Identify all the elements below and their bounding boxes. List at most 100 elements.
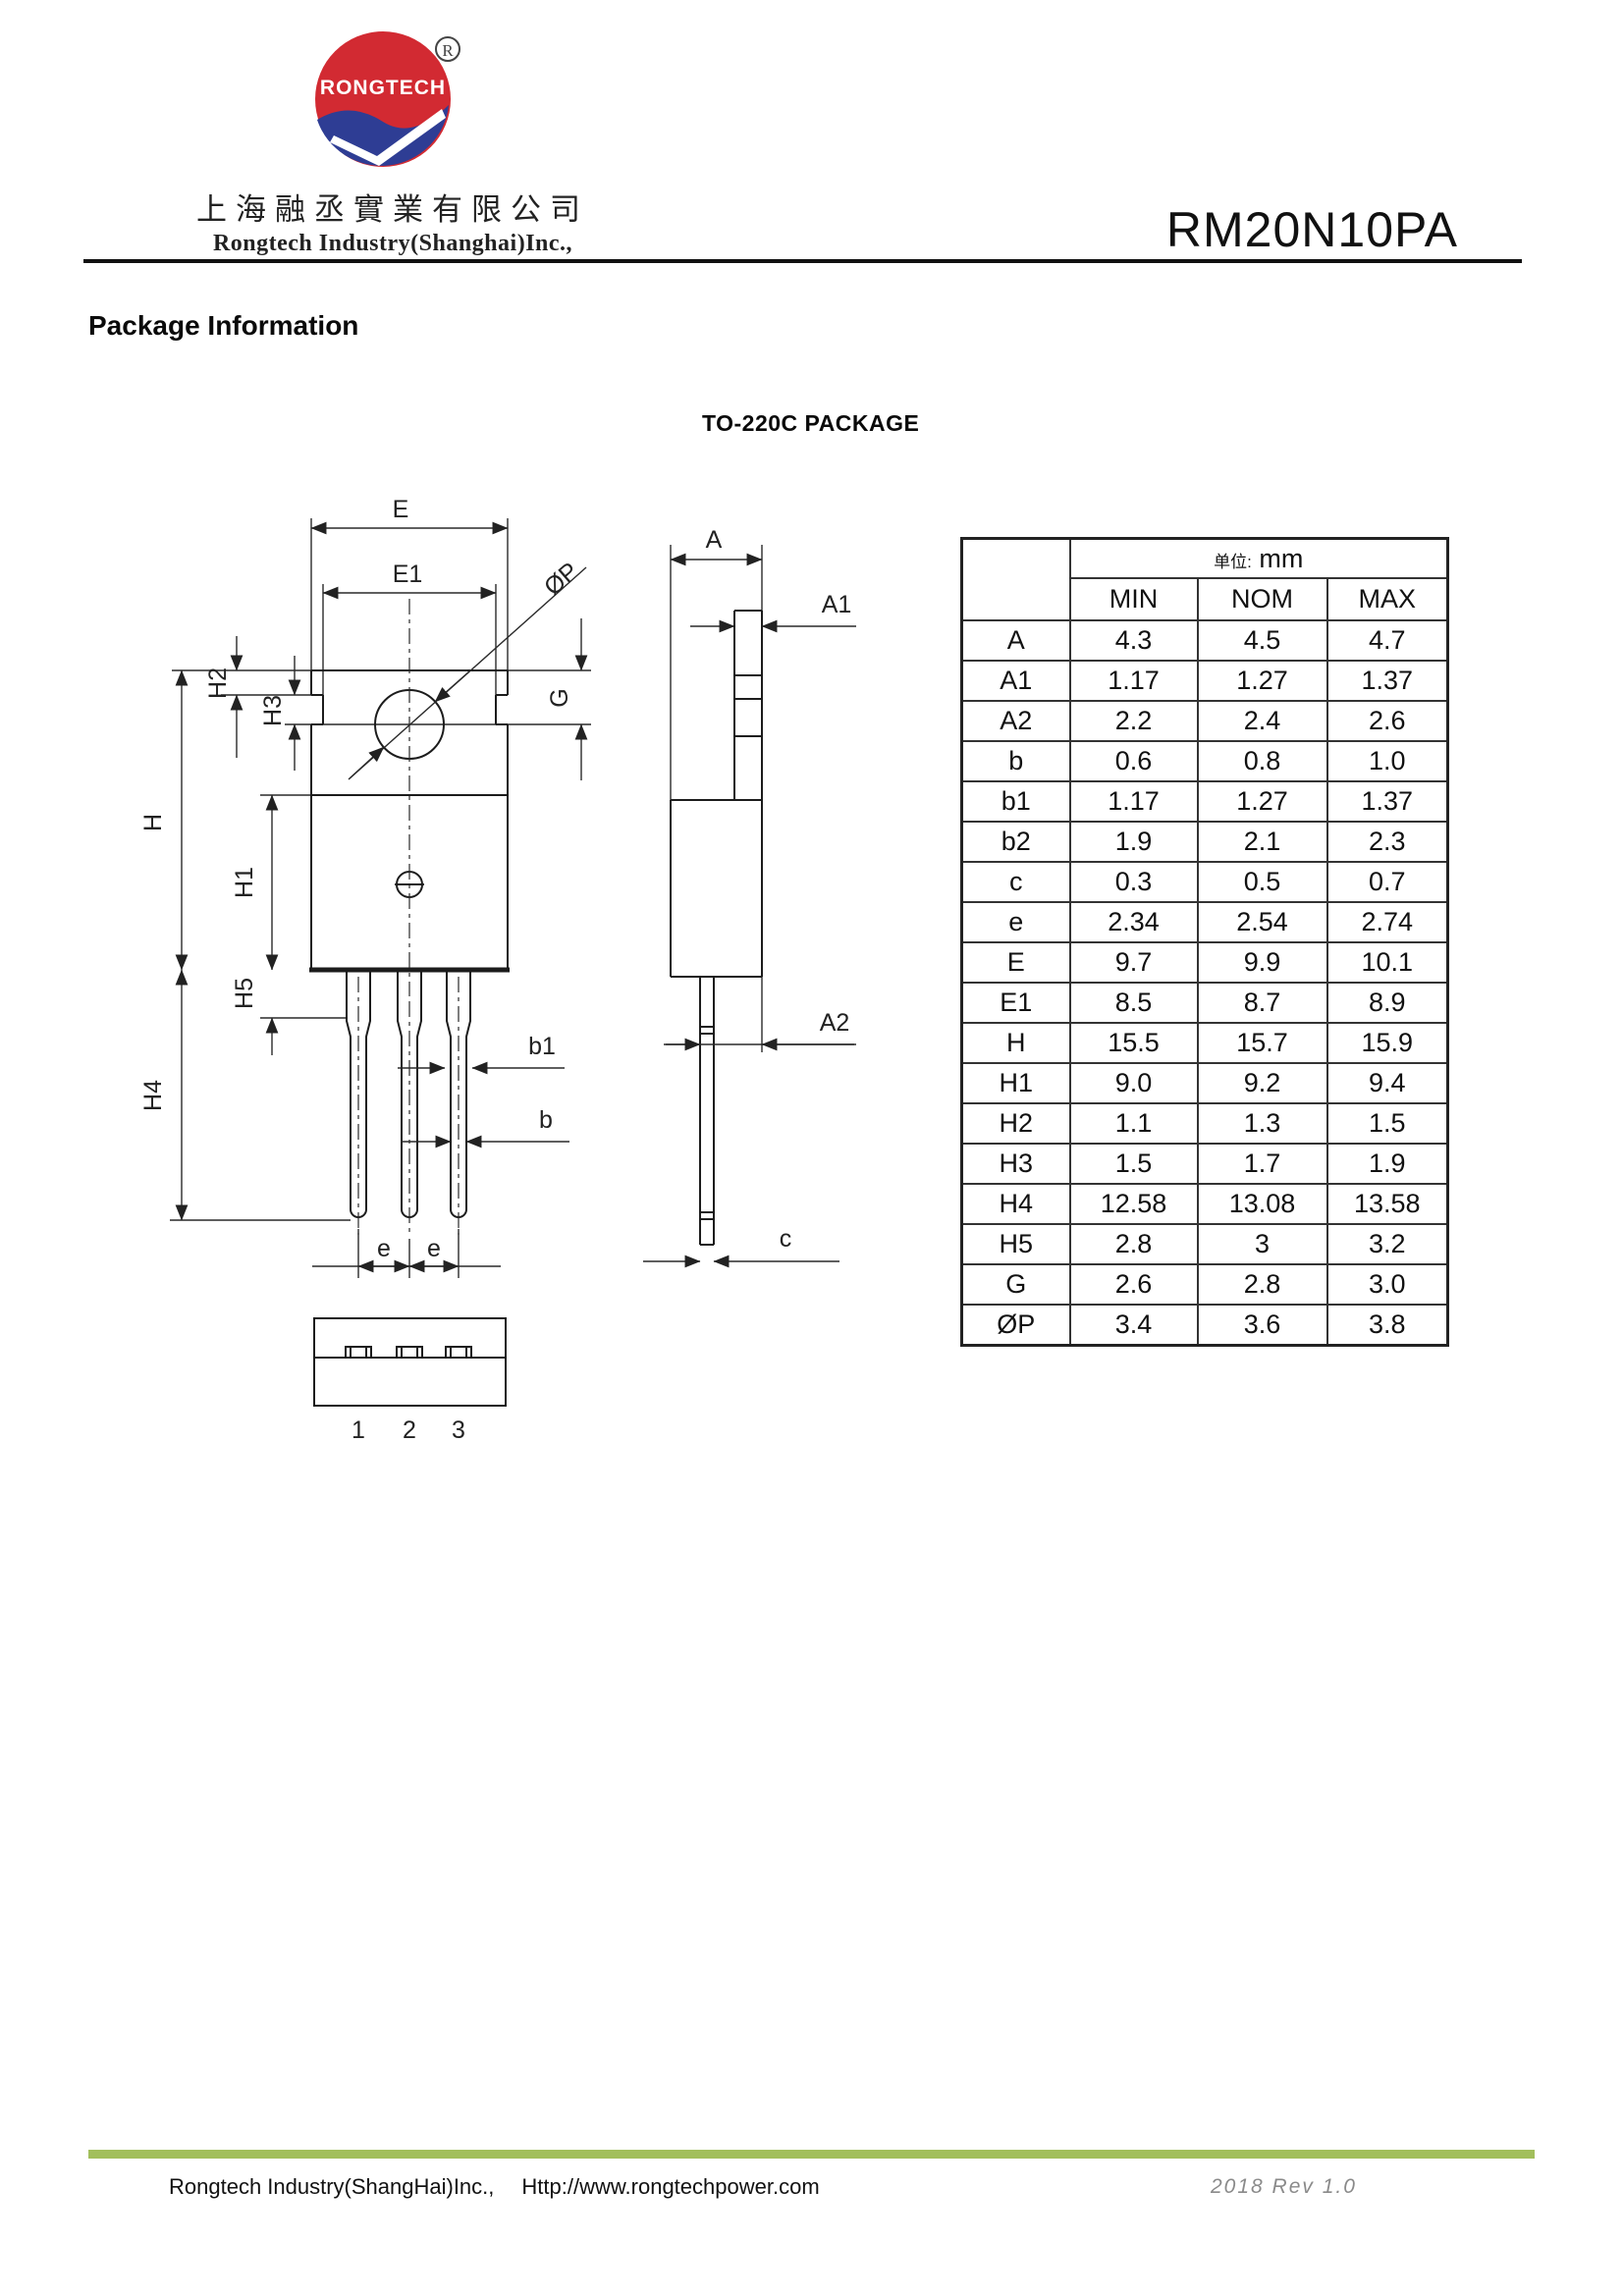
dim-min-cell: 2.34	[1068, 901, 1199, 943]
dim-nom-cell: 2.1	[1196, 821, 1328, 863]
dim-min-cell: 0.3	[1068, 861, 1199, 903]
pin-number-2: 2	[403, 1416, 416, 1444]
dim-max-cell: 3.2	[1325, 1223, 1449, 1265]
footer-company: Rongtech Industry(ShangHai)Inc.,	[169, 2174, 495, 2199]
part-number-title: RM20N10PA	[1165, 202, 1458, 257]
table-row: H5 2.8 3 3.2	[960, 1223, 1449, 1265]
dim-label-E1: E1	[393, 561, 423, 588]
footer-revision: 2018 Rev 1.0	[1211, 2175, 1357, 2198]
table-row: e 2.34 2.54 2.74	[960, 901, 1449, 943]
dim-min-cell: 4.3	[1068, 619, 1199, 662]
page-title: Package Information	[88, 310, 359, 341]
dim-nom-cell: 1.27	[1196, 660, 1328, 702]
company-name-cn: 上海融丞實業有限公司	[196, 192, 589, 227]
table-row: H2 1.1 1.3 1.5	[960, 1102, 1449, 1145]
dim-min-cell: 1.17	[1068, 660, 1199, 702]
dim-label-e-right: e	[427, 1235, 441, 1262]
dim-label-H3: H3	[259, 695, 287, 726]
dim-label-E: E	[393, 496, 409, 523]
dim-max-cell: 10.1	[1325, 941, 1449, 984]
dim-name-cell: E	[960, 941, 1071, 984]
dim-label-b1: b1	[528, 1033, 556, 1060]
table-row: E 9.7 9.9 10.1	[960, 941, 1449, 984]
dim-min-cell: 2.2	[1068, 700, 1199, 742]
dim-label-c: c	[780, 1225, 792, 1253]
dim-name-cell: b1	[960, 780, 1071, 823]
dim-min-cell: 12.58	[1068, 1183, 1199, 1225]
dim-max-cell: 9.4	[1325, 1062, 1449, 1104]
dim-label-H5: H5	[231, 978, 258, 1009]
table-row: H3 1.5 1.7 1.9	[960, 1143, 1449, 1185]
bottom-view: 1 2 3	[313, 1317, 507, 1444]
dim-name-cell: H3	[960, 1143, 1071, 1185]
table-header-row: MIN NOM MAX	[962, 577, 1449, 621]
dim-max-cell: 2.74	[1325, 901, 1449, 943]
table-row: ØP 3.4 3.6 3.8	[960, 1304, 1449, 1347]
dim-name-cell: E1	[960, 982, 1071, 1024]
dim-max-cell: 15.9	[1325, 1022, 1449, 1064]
logo-text: RONGTECH	[320, 77, 446, 99]
table-row: b2 1.9 2.1 2.3	[960, 821, 1449, 863]
table-unit-row: 单位: mm	[960, 537, 1449, 621]
dim-name-cell: A	[960, 619, 1071, 662]
dim-name-cell: b2	[960, 821, 1071, 863]
footer-company-line: Rongtech Industry(ShangHai)Inc., Http://w…	[169, 2174, 820, 2200]
dim-max-cell: 3.8	[1325, 1304, 1449, 1347]
dim-label-OP: ØP	[539, 558, 584, 602]
dim-name-cell: e	[960, 901, 1071, 943]
table-row: A1 1.17 1.27 1.37	[960, 660, 1449, 702]
dim-max-cell: 1.0	[1325, 740, 1449, 782]
footer-url[interactable]: Http://www.rongtechpower.com	[521, 2174, 820, 2199]
dim-label-G: G	[546, 688, 573, 707]
col-header-nom: NOM	[1196, 577, 1328, 621]
table-row: G 2.6 2.8 3.0	[960, 1263, 1449, 1306]
dim-max-cell: 2.3	[1325, 821, 1449, 863]
dim-name-cell: H5	[960, 1223, 1071, 1265]
dim-max-cell: 0.7	[1325, 861, 1449, 903]
table-row: A 4.3 4.5 4.7	[960, 619, 1449, 662]
dim-name-cell: H1	[960, 1062, 1071, 1104]
dim-min-cell: 1.1	[1068, 1102, 1199, 1145]
dim-label-H4: H4	[139, 1080, 167, 1111]
dim-label-A1: A1	[822, 591, 852, 618]
table-row: H4 12.58 13.08 13.58	[960, 1183, 1449, 1225]
company-block: 上海融丞實業有限公司 Rongtech Industry(Shanghai)In…	[187, 185, 599, 257]
dim-name-cell: G	[960, 1263, 1071, 1306]
table-row: c 0.3 0.5 0.7	[960, 861, 1449, 903]
dim-min-cell: 1.5	[1068, 1143, 1199, 1185]
dim-nom-cell: 1.27	[1196, 780, 1328, 823]
package-drawing: E E1	[139, 496, 856, 1444]
side-view: A A1 A2	[643, 526, 856, 1268]
dim-max-cell: 1.5	[1325, 1102, 1449, 1145]
dim-nom-cell: 9.9	[1196, 941, 1328, 984]
pin-number-1: 1	[352, 1416, 365, 1444]
dim-name-cell: H	[960, 1022, 1071, 1064]
dim-label-A2: A2	[820, 1009, 850, 1037]
dim-name-cell: A1	[960, 660, 1071, 702]
logo-check-icon	[330, 109, 446, 166]
dim-name-cell: ØP	[960, 1304, 1071, 1347]
dim-max-cell: 1.37	[1325, 660, 1449, 702]
dim-max-cell: 3.0	[1325, 1263, 1449, 1306]
table-row: b1 1.17 1.27 1.37	[960, 780, 1449, 823]
dim-nom-cell: 0.5	[1196, 861, 1328, 903]
dim-min-cell: 15.5	[1068, 1022, 1199, 1064]
dim-nom-cell: 15.7	[1196, 1022, 1328, 1064]
table-unit-cell: 单位: mm	[1068, 537, 1449, 579]
table-row: b 0.6 0.8 1.0	[960, 740, 1449, 782]
bottom-view-pin-sections	[345, 1346, 472, 1359]
front-view: E E1	[139, 496, 591, 1278]
dim-max-cell: 1.37	[1325, 780, 1449, 823]
dim-nom-cell: 1.7	[1196, 1143, 1328, 1185]
unit-label: 单位:	[1214, 552, 1252, 571]
dim-nom-cell: 13.08	[1196, 1183, 1328, 1225]
dim-min-cell: 9.7	[1068, 941, 1199, 984]
dim-label-H: H	[139, 814, 167, 831]
dim-nom-cell: 8.7	[1196, 982, 1328, 1024]
dim-name-cell: A2	[960, 700, 1071, 742]
dim-name-cell: H4	[960, 1183, 1071, 1225]
dim-name-cell: b	[960, 740, 1071, 782]
registered-mark: R	[442, 41, 454, 60]
dim-label-H1: H1	[231, 867, 258, 898]
